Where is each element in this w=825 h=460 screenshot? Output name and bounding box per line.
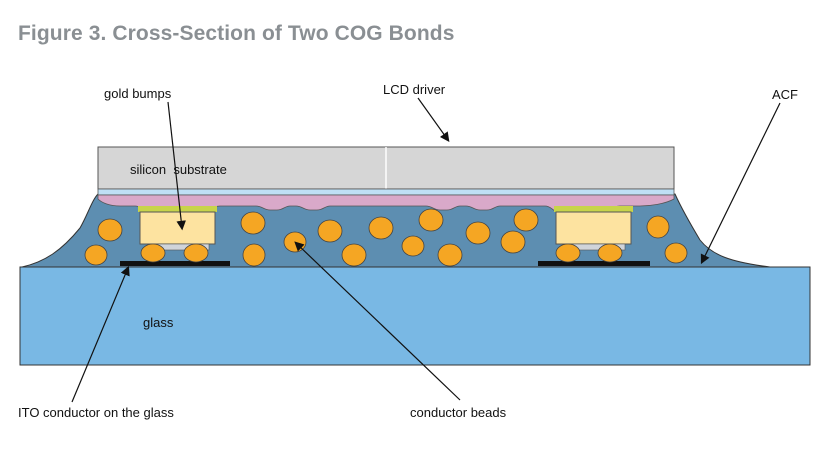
gold-bump-left bbox=[139, 211, 216, 245]
leader-gold-bumps bbox=[167, 101, 186, 231]
leader-ito bbox=[71, 265, 130, 403]
conductor-bead bbox=[465, 221, 491, 245]
conductor-bead bbox=[437, 243, 463, 267]
metal-layer bbox=[97, 188, 675, 196]
figure-title: Figure 3. Cross-Section of Two COG Bonds bbox=[18, 22, 455, 45]
conductor-bead bbox=[597, 243, 623, 263]
bump-plating-left bbox=[138, 206, 217, 212]
ito-pad-right bbox=[538, 261, 650, 266]
bump-plating-right bbox=[554, 206, 633, 212]
conductor-bead bbox=[242, 243, 266, 267]
conductor-bead bbox=[664, 242, 688, 264]
conductor-bead bbox=[240, 211, 266, 235]
conductor-bead bbox=[401, 235, 425, 257]
label-acf: ACF bbox=[772, 87, 798, 102]
label-lcd-driver: LCD driver bbox=[383, 82, 446, 97]
conductor-bead bbox=[140, 243, 166, 263]
label-conductor-beads: conductor beads bbox=[410, 405, 507, 420]
ito-pad-left bbox=[120, 261, 230, 266]
label-glass: glass bbox=[143, 315, 174, 330]
label-ito: ITO conductor on the glass bbox=[18, 405, 174, 420]
label-silicon-substrate: silicon substrate bbox=[130, 162, 227, 177]
conductor-bead bbox=[418, 208, 444, 232]
label-gold-bumps: gold bumps bbox=[104, 86, 172, 101]
conductor-bead bbox=[646, 215, 670, 239]
leader-lcd-driver bbox=[417, 97, 450, 142]
gold-bump-right bbox=[555, 211, 632, 245]
leader-conductor-beads bbox=[294, 241, 461, 401]
conductor-beads bbox=[84, 208, 688, 267]
conductor-bead bbox=[317, 219, 343, 243]
conductor-bead bbox=[84, 244, 108, 266]
conductor-bead bbox=[368, 216, 394, 240]
conductor-bead bbox=[97, 218, 123, 242]
conductor-bead bbox=[341, 243, 367, 267]
conductor-bead bbox=[513, 208, 539, 232]
conductor-bead bbox=[500, 230, 526, 254]
leader-acf bbox=[700, 102, 781, 265]
conductor-bead bbox=[555, 243, 581, 263]
conductor-bead bbox=[183, 243, 209, 263]
glass-layer bbox=[19, 266, 811, 366]
